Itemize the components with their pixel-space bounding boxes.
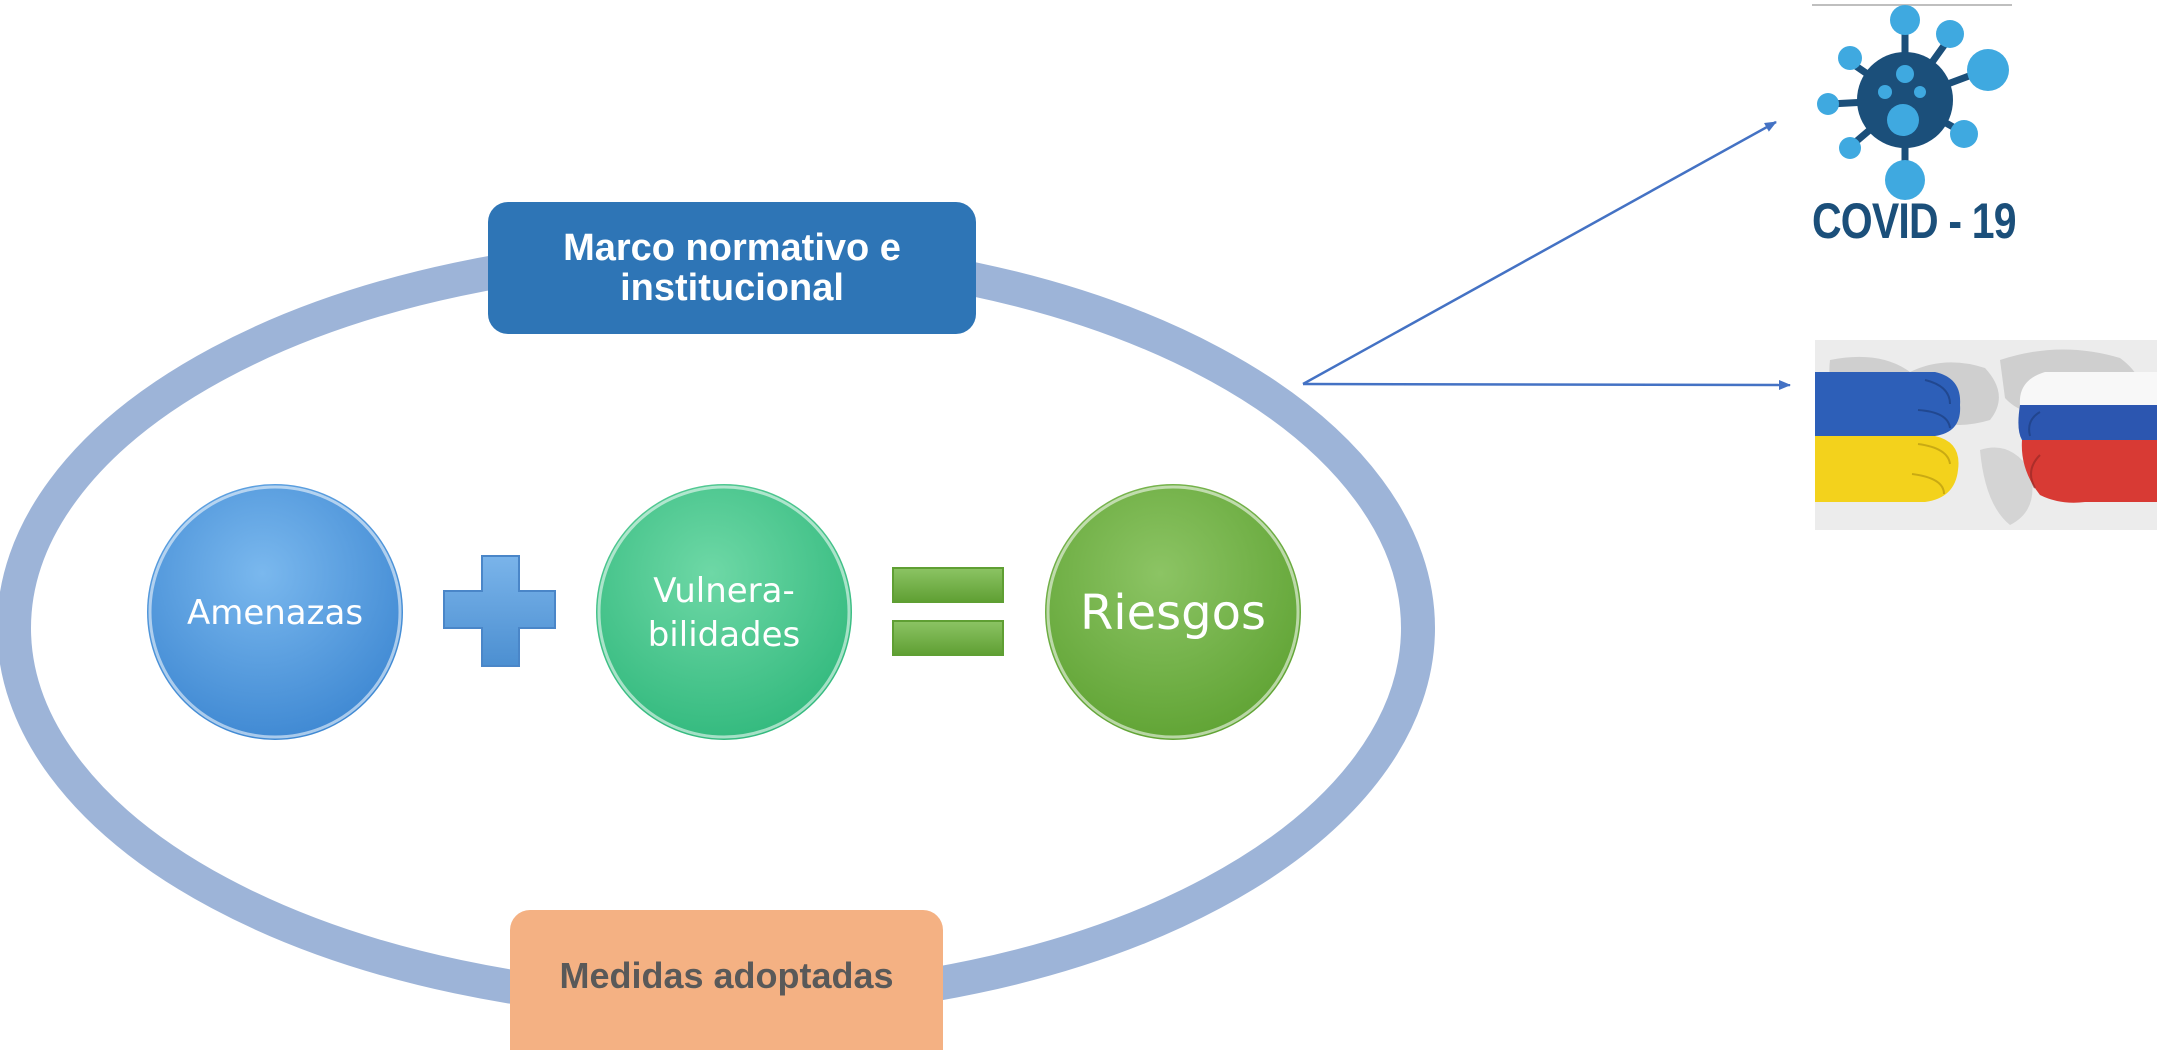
equals-icon bbox=[892, 567, 1004, 656]
covid-caption: COVID - 19 bbox=[1812, 193, 2017, 249]
virus-icon bbox=[1812, 4, 2012, 200]
medidas-adoptadas-box: Medidas adoptadas bbox=[510, 910, 943, 1050]
amenazas-circle bbox=[147, 484, 403, 740]
marco-normativo-box: Marco normativo e institucional bbox=[488, 202, 976, 334]
riesgos-circle bbox=[1045, 484, 1301, 740]
riesgos-label: Riesgos bbox=[1079, 585, 1267, 641]
arrow-to-covid bbox=[1302, 120, 1777, 386]
amenazas-label: Amenazas bbox=[186, 593, 364, 633]
vulnerabilidades-circle bbox=[596, 484, 852, 740]
arrow-to-conflict bbox=[1302, 379, 1791, 390]
vulnerabilidades-label: Vulnera- bilidades bbox=[647, 571, 801, 655]
fists-ukraine-russia-flags-image bbox=[1815, 340, 2157, 530]
plus-icon bbox=[443, 555, 556, 667]
